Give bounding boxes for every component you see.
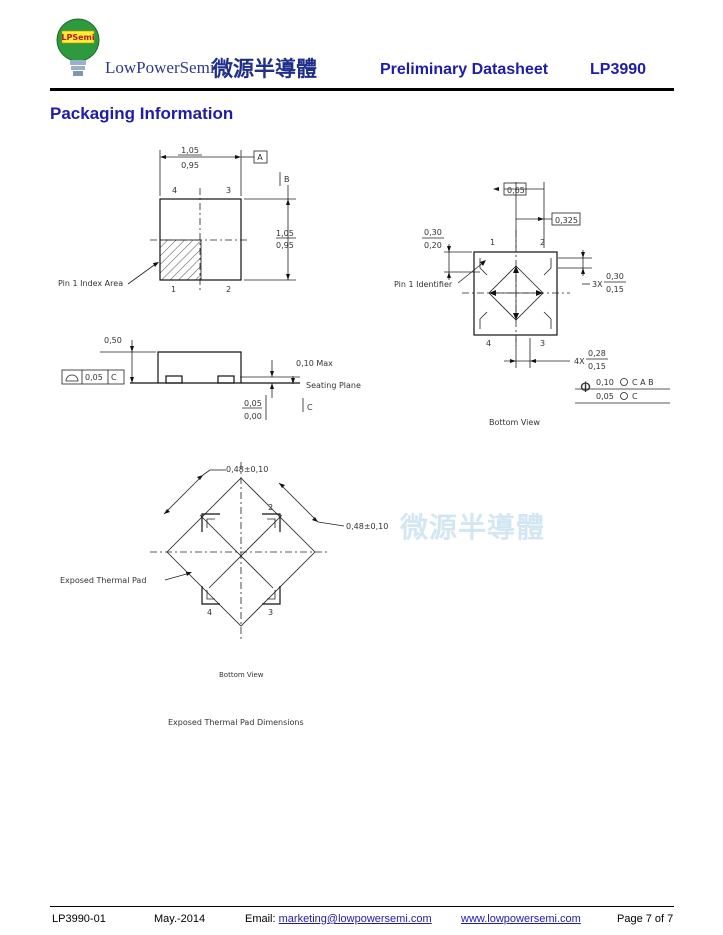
bottom-3x: 3X [592, 280, 603, 289]
top-pin-4: 4 [172, 186, 177, 195]
pin1-index-label: Pin 1 Index Area [58, 279, 123, 288]
tol2-value: 0,05 [596, 392, 614, 401]
bottom-view-drawing: 0,65 0,325 0,30 0,20 1 2 4 3 Pin 1 Ident… [394, 182, 670, 427]
bottom-pin-4: 4 [486, 339, 491, 348]
bottom-pad-len-max: 0,30 [606, 272, 624, 281]
top-width-min: 0,95 [181, 161, 199, 170]
top-pin-3: 3 [226, 186, 231, 195]
top-pin-1: 1 [171, 285, 176, 294]
tol2-datum: C [632, 392, 638, 401]
thermal-pin-3: 3 [268, 608, 273, 617]
datum-b-label: B [284, 175, 290, 184]
thermal-title: Exposed Thermal Pad Dimensions [168, 718, 304, 727]
phi-symbol-icon: Φ [580, 380, 591, 396]
bottom-len-min: 0,20 [424, 241, 442, 250]
side-standoff-min: 0,00 [244, 412, 262, 421]
footer-page: Page 7 of 7 [617, 913, 674, 925]
side-view-drawing: 0,50 0,05 C 0,10 Max Seating Plane 0,05 … [61, 336, 361, 421]
datum-a-label: A [257, 153, 263, 162]
thermal-dim2: 0,48±0,10 [346, 522, 388, 531]
top-width-max: 1,05 [181, 146, 199, 155]
seating-plane-label: Seating Plane [306, 381, 361, 390]
bottom-pin-3: 3 [540, 339, 545, 348]
bottom-view-package-outline [473, 251, 558, 336]
company-name: LowPowerSemi [105, 58, 215, 77]
thermal-pad-drawing: 0,48±0,10 0,48±0,10 2 4 3 Exposed Therma… [60, 462, 388, 727]
part-number: LP3990 [590, 61, 647, 78]
bottom-pad-w-max: 0,28 [588, 349, 606, 358]
side-flatness: 0,05 [85, 373, 103, 382]
side-height: 0,50 [104, 336, 122, 345]
footer-email-link[interactable]: marketing@lowpowersemi.com [278, 913, 432, 925]
document-type: Preliminary Datasheet [380, 61, 549, 78]
section-title: Packaging Information [50, 104, 234, 123]
footer-website-block: www.lowpowersemi.com [461, 913, 581, 925]
top-height-min: 0,95 [276, 241, 294, 250]
watermark: 微源半導體 [400, 512, 546, 543]
footer-website-link[interactable]: www.lowpowersemi.com [461, 913, 581, 925]
side-max-dim: 0,10 Max [296, 359, 333, 368]
mmc-symbol-2-icon [620, 392, 628, 400]
mmc-symbol-icon [620, 378, 628, 386]
logo-bulb-icon: LPSemi [56, 18, 100, 76]
side-flatness-datum: C [111, 373, 117, 382]
footer-divider [50, 906, 674, 907]
footer-date: May.-2014 [154, 913, 206, 925]
bottom-view-caption: Bottom View [489, 418, 540, 427]
top-pin-2: 2 [226, 285, 231, 294]
bottom-pin-1: 1 [490, 238, 495, 247]
top-view-drawing: 1,05 0,95 A B 1,05 0,95 4 3 1 2 Pin 1 In… [58, 146, 296, 294]
flatness-symbol-icon [65, 374, 79, 382]
thermal-pin-2: 2 [268, 503, 273, 512]
footer-email-label: Email: [245, 913, 276, 925]
thermal-pin-4: 4 [207, 608, 212, 617]
pin1-index-area [159, 239, 202, 281]
thermal-bottom-caption: Bottom View [219, 671, 264, 679]
footer-email-block: Email: marketing@lowpowersemi.com [245, 913, 432, 925]
tol1-datum: C A B [632, 378, 654, 387]
top-height-max: 1,05 [276, 229, 294, 238]
bottom-pitch: 0,65 [507, 186, 525, 195]
logo-badge-text: LPSemi [61, 33, 94, 42]
side-standoff-max: 0,05 [244, 399, 262, 408]
bottom-pad-w-min: 0,15 [588, 362, 606, 371]
tol1-value: 0,10 [596, 378, 614, 387]
bottom-pad-len-min: 0,15 [606, 285, 624, 294]
exposed-pad-label: Exposed Thermal Pad [60, 576, 146, 585]
bottom-len-max: 0,30 [424, 228, 442, 237]
bottom-4x: 4X [574, 357, 585, 366]
bottom-pin-2: 2 [540, 238, 545, 247]
thermal-pad-outline [166, 477, 316, 627]
bottom-half-pitch: 0,325 [555, 216, 578, 225]
pin1-identifier-label: Pin 1 Identifier [394, 280, 453, 289]
thermal-dim1: 0,48±0,10 [226, 465, 268, 474]
footer-doc-id: LP3990-01 [52, 913, 106, 925]
datum-c-label: C [307, 403, 313, 412]
company-chinese-name: 微源半導體 [212, 58, 317, 81]
header-divider [50, 88, 674, 91]
